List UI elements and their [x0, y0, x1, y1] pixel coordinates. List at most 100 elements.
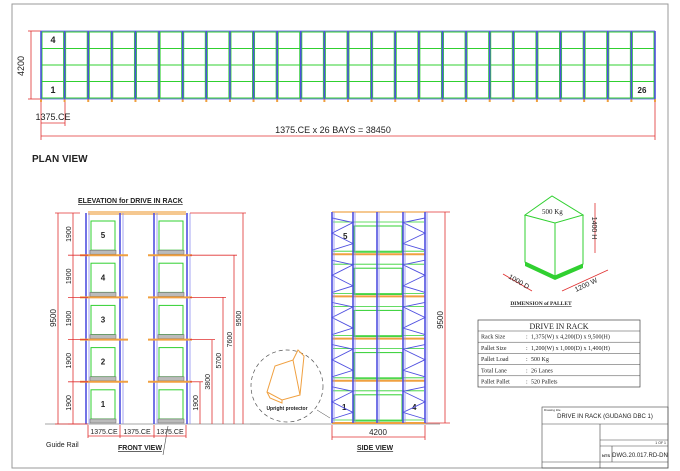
upright-protector-icon: [266, 349, 305, 404]
cumulative-dim: 7600: [227, 332, 234, 348]
side-pallet: [353, 225, 403, 253]
side-label-5: 5: [343, 232, 348, 241]
spec-row-value: 1,375(W) x 4,200(D) x 9,500(H): [531, 334, 610, 341]
detail-circle: [250, 349, 324, 423]
bracing: [330, 301, 355, 336]
side-pallet: [353, 309, 403, 338]
drawing-scale: NTS: [602, 453, 610, 458]
pallet-weight: 500 Kg: [542, 208, 563, 216]
base-plate: [630, 99, 633, 102]
level-dim: 1900: [66, 311, 73, 327]
pallet-base: [157, 334, 185, 339]
plan-label-26: 26: [638, 86, 647, 95]
base-plate: [417, 99, 420, 102]
pallet-caption: DIMENSION of PALLET: [510, 301, 572, 307]
side-label-4: 4: [412, 403, 417, 412]
pallet-base: [89, 418, 117, 424]
bracing: [330, 259, 355, 293]
level-label: 4: [101, 273, 106, 282]
side-pallet: [353, 394, 403, 422]
side-pallet: [353, 267, 403, 295]
plan-view: 4200 1375.CE 1375.CE x 26 BAYS = 38450 4…: [16, 30, 656, 165]
pallet-height: 1400 H: [590, 217, 597, 240]
plan-view-title: PLAN VIEW: [32, 154, 88, 165]
plan-bay-dim: 1375.CE: [35, 112, 70, 122]
base-plate: [110, 99, 113, 102]
spec-row-sep: :: [526, 346, 528, 352]
plan-total-dim: 1375.CE x 26 BAYS = 38450: [275, 125, 391, 135]
pallet-load: [158, 220, 184, 251]
spec-table: DRIVE IN RACK Rack Size:1,375(W) x 4,200…: [477, 319, 641, 388]
spec-row-label: Pallet Pallet: [481, 380, 510, 386]
pallet-load: [158, 347, 184, 378]
pallet-load: [158, 262, 184, 293]
upright-protector-label: Upright protector: [266, 406, 307, 412]
spec-row-label: Total Lane: [481, 368, 507, 374]
spec-row-value: 1,200(W) x 1,000(D) x 1,400(H): [531, 345, 610, 352]
pallet-isometric: 500 Kg 1400 H 1000 D 1200 W DIMENSION of…: [502, 195, 609, 307]
pallet-base: [157, 376, 185, 382]
spec-row-sep: :: [526, 368, 528, 374]
base-plate: [347, 99, 349, 102]
base-plate: [63, 99, 66, 102]
sheet-border: [11, 3, 669, 469]
base-plate: [252, 99, 255, 102]
spec-row-sep: :: [526, 357, 528, 363]
bracing: [401, 259, 427, 293]
base-plate: [299, 99, 302, 102]
title-block: [541, 406, 669, 469]
base-plate: [535, 99, 538, 102]
level-label: 5: [101, 231, 106, 240]
side-height-dim: 9500: [436, 311, 445, 329]
cumulative-dim: 1900: [193, 395, 200, 411]
base-plate: [276, 99, 279, 102]
pallet-base: [89, 292, 117, 297]
plan-depth-dim: 4200: [16, 56, 26, 76]
side-pallet: [353, 352, 403, 380]
pallet-base: [89, 376, 117, 382]
pallet-base: [157, 292, 185, 297]
pallet-load: [158, 389, 184, 420]
level-dim: 1900: [66, 268, 73, 284]
side-depth-dim: 4200: [369, 428, 387, 437]
pallet-base: [89, 334, 117, 339]
base-plate: [323, 99, 326, 102]
base-plate: [370, 99, 373, 102]
front-total-height: 9500: [49, 309, 58, 327]
spec-row-value: 26 Lanes: [531, 368, 553, 374]
page-number: 1 OF 1: [655, 441, 666, 445]
base-plate: [394, 99, 397, 102]
cumulative-dim: 3800: [205, 374, 212, 390]
top-beam: [88, 211, 186, 215]
bay-dim: 1375.CE: [90, 429, 118, 436]
bracing: [401, 301, 427, 336]
base-plate: [87, 99, 90, 102]
level-label: 3: [101, 316, 106, 325]
title-block-text: Drawing title DRIVE IN RACK (GUDANG DBC …: [544, 408, 668, 459]
base-plate: [181, 99, 184, 102]
base-plate: [465, 99, 468, 102]
level-label: 1: [101, 400, 106, 409]
spec-row-value: 520 Pallets: [531, 380, 558, 386]
drawing-title: DRIVE IN RACK (GUDANG DBC 1): [557, 414, 653, 420]
base-plate: [205, 99, 208, 102]
base-plate: [606, 99, 609, 102]
level-dim: 1900: [66, 353, 73, 369]
base-plate: [654, 99, 656, 102]
level-dim: 1900: [66, 226, 73, 242]
bracing: [330, 344, 355, 378]
base-plate: [512, 99, 515, 102]
pallet-base: [157, 249, 185, 255]
plan-label-4: 4: [50, 35, 55, 45]
spec-row-sep: :: [526, 380, 528, 386]
base-plate: [158, 99, 161, 102]
spec-title: DRIVE IN RACK: [529, 322, 588, 331]
drawing-number: DWG.20.017.RD-DN: [612, 453, 668, 459]
bracing: [401, 344, 427, 378]
elevation-heading: ELEVATION for DRIVE IN RACK: [78, 198, 183, 205]
base-plate: [40, 99, 42, 102]
bracing: [401, 217, 427, 251]
base-plate: [228, 99, 231, 102]
front-view-title: FRONT VIEW: [118, 445, 162, 452]
